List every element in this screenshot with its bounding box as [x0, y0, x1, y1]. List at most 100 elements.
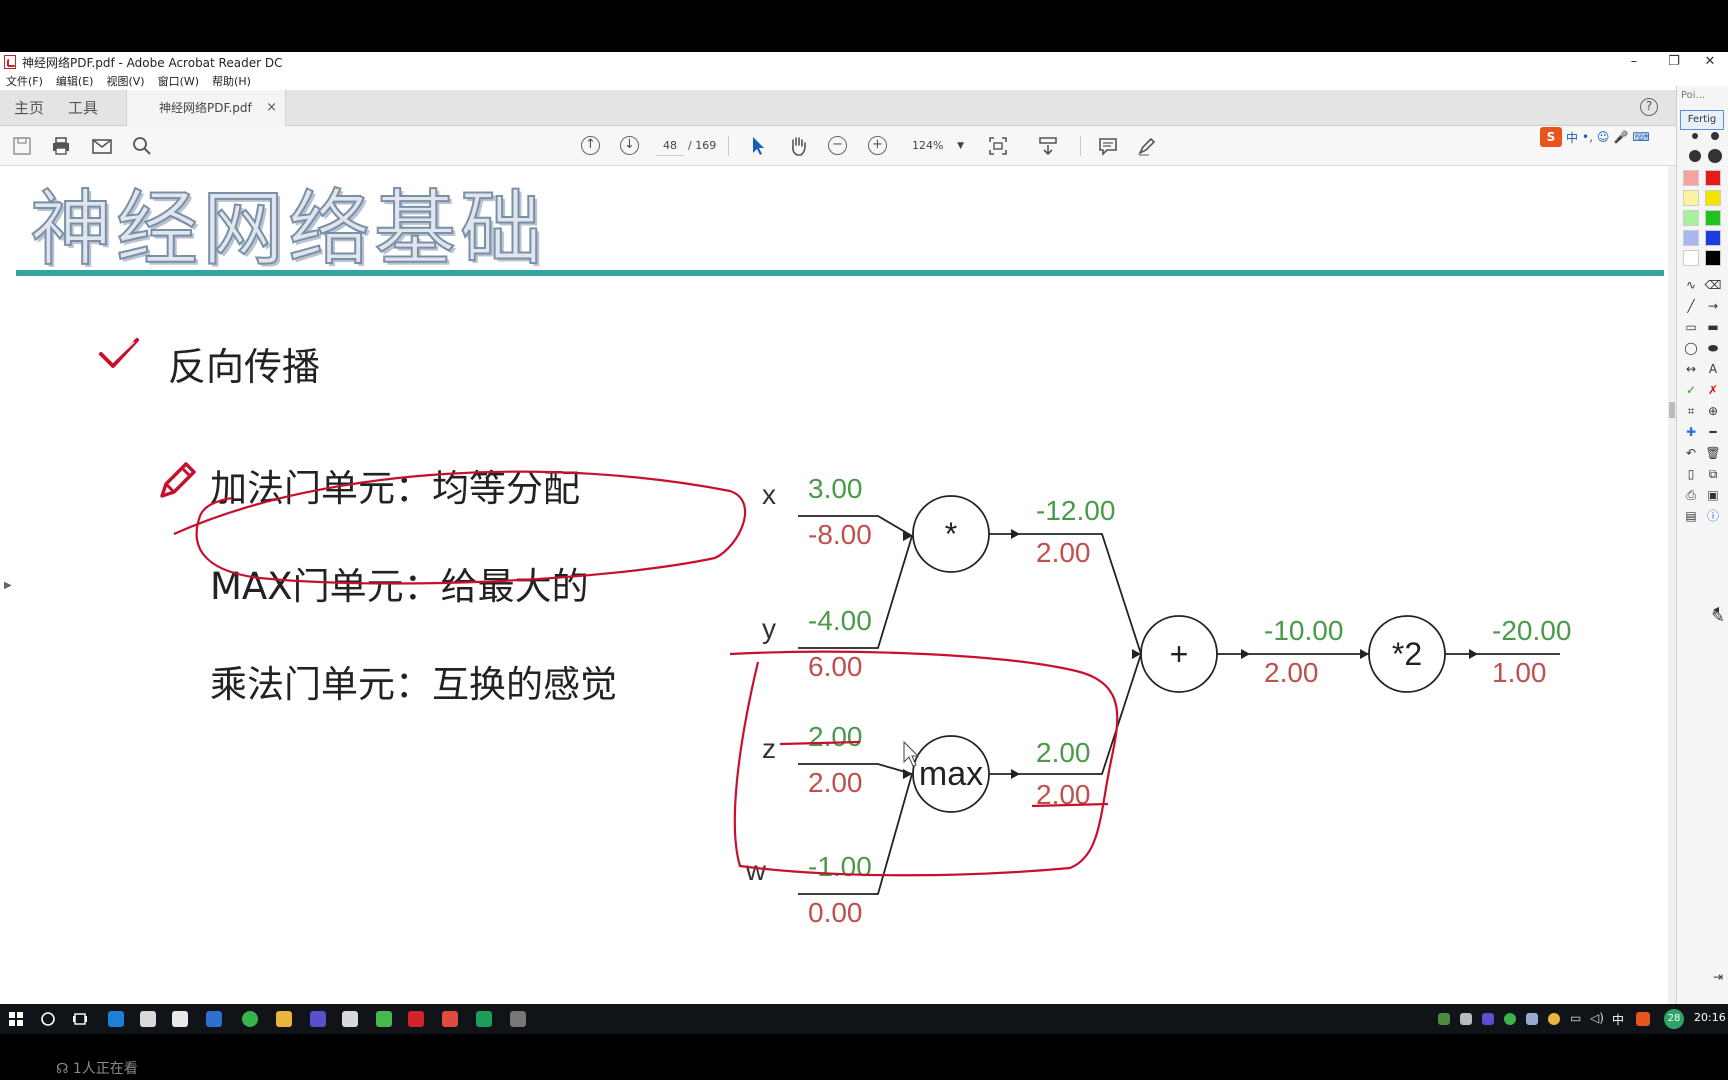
volume-icon[interactable]: ◁) [1590, 1011, 1604, 1025]
tray-icon[interactable] [1460, 1013, 1472, 1025]
ime-mode[interactable]: 中 [1566, 130, 1579, 145]
arrow-icon[interactable]: → [1707, 299, 1719, 313]
task-view-icon[interactable] [72, 1011, 88, 1027]
print-icon[interactable] [49, 134, 73, 158]
app-icon[interactable] [376, 1011, 392, 1027]
help-icon[interactable]: ? [1640, 98, 1658, 116]
brush-eraser-icon[interactable]: ⌫ [1704, 278, 1722, 292]
cross-icon[interactable]: ✗ [1707, 383, 1719, 397]
app-icon[interactable] [510, 1011, 526, 1027]
tray-icon[interactable] [1504, 1013, 1516, 1025]
store-icon[interactable] [140, 1011, 156, 1027]
network-icon[interactable]: ▭ [1570, 1011, 1582, 1025]
mail-icon[interactable] [172, 1011, 188, 1027]
next-page-icon[interactable]: ↓ [620, 136, 639, 155]
file-explorer-icon[interactable] [276, 1011, 292, 1027]
menu-window[interactable]: 窗口(W) [157, 75, 200, 88]
color-swatch[interactable] [1683, 190, 1699, 206]
save-icon[interactable] [10, 134, 34, 158]
filled-rectangle-icon[interactable]: ▬ [1707, 320, 1719, 334]
tray-icon[interactable] [1548, 1013, 1560, 1025]
tab-tools[interactable]: 工具 [68, 99, 99, 117]
crop-icon[interactable]: ⌗ [1687, 404, 1695, 418]
menu-view[interactable]: 视图(V) [106, 75, 145, 88]
line-icon[interactable]: ╱ [1687, 299, 1695, 313]
email-icon[interactable] [90, 134, 114, 158]
edge-browser-icon[interactable] [108, 1011, 124, 1027]
select-cursor-icon[interactable] [746, 134, 770, 158]
windows-start-icon[interactable] [8, 1011, 24, 1027]
search-icon[interactable] [130, 134, 154, 158]
text-icon[interactable]: A [1708, 362, 1718, 376]
copy-icon[interactable]: ⧉ [1708, 467, 1718, 481]
screen-icon[interactable]: ▤ [1685, 509, 1697, 523]
info-icon[interactable]: ⓘ [1706, 509, 1719, 523]
page-number-input[interactable]: 48 [656, 136, 684, 156]
vertical-scrollbar[interactable] [1668, 166, 1676, 1004]
tray-icon[interactable] [1482, 1013, 1494, 1025]
rectangle-icon[interactable]: ▭ [1685, 320, 1697, 334]
expand-pane-icon[interactable]: ⇥ [1712, 970, 1724, 984]
color-swatch[interactable] [1705, 170, 1721, 186]
app-icon[interactable] [310, 1011, 326, 1027]
color-swatch[interactable] [1705, 230, 1721, 246]
microphone-icon[interactable]: 🎤 [1613, 130, 1629, 144]
close-window-button[interactable]: ✕ [1704, 54, 1716, 69]
fertig-button[interactable]: Fertig [1680, 110, 1724, 130]
tray-icon[interactable] [1438, 1013, 1450, 1025]
pen-size-option[interactable] [1689, 150, 1701, 162]
ime-status-bar[interactable]: S 中 •, ☺ 🎤 ⌨ [1540, 126, 1650, 148]
minus-icon[interactable]: ━ [1709, 425, 1717, 439]
ellipse-icon[interactable]: ◯ [1684, 341, 1698, 355]
scrollbar-thumb[interactable] [1669, 402, 1675, 418]
sogou-tray-icon[interactable] [1636, 1012, 1650, 1026]
color-swatch[interactable] [1705, 250, 1721, 266]
freehand-icon[interactable]: ∿ [1685, 278, 1697, 292]
cortana-search-icon[interactable] [40, 1011, 56, 1027]
zoom-select[interactable]: 124% ▼ [906, 136, 964, 156]
menu-edit[interactable]: 编辑(E) [55, 75, 94, 88]
plus-icon[interactable]: ✚ [1685, 425, 1697, 439]
ime-punctuation[interactable]: •, [1582, 130, 1593, 144]
color-swatch[interactable] [1683, 250, 1699, 266]
app-icon[interactable] [206, 1011, 222, 1027]
app-icon[interactable] [442, 1011, 458, 1027]
filled-ellipse-icon[interactable]: ⬬ [1707, 341, 1719, 355]
highlight-pen-icon[interactable] [1135, 134, 1159, 158]
security-shield-icon[interactable] [1526, 1013, 1538, 1025]
tools-wrench-icon[interactable]: ✎ [1711, 607, 1725, 626]
scroll-mode-icon[interactable] [1036, 134, 1060, 158]
double-arrow-icon[interactable]: ↔ [1685, 362, 1697, 376]
tab-document[interactable]: 神经网络PDF.pdf × [126, 90, 286, 126]
print-icon[interactable]: ⎙ [1686, 488, 1696, 502]
hand-tool-icon[interactable] [786, 134, 810, 158]
acrobat-taskbar-icon[interactable] [408, 1011, 424, 1027]
emoji-icon[interactable]: ☺ [1596, 130, 1610, 144]
collapse-panel-icon[interactable]: ◂ [1712, 602, 1720, 616]
pen-size-option[interactable] [1711, 132, 1719, 140]
fit-page-icon[interactable] [986, 134, 1010, 158]
check-icon[interactable]: ✓ [1685, 383, 1697, 397]
color-swatch[interactable] [1705, 210, 1721, 226]
restore-button[interactable]: ❐ [1668, 54, 1680, 69]
tab-home[interactable]: 主页 [14, 99, 45, 117]
notification-badge[interactable]: 28 [1664, 1009, 1684, 1029]
zoom-out-icon[interactable]: − [828, 136, 847, 155]
pen-size-option[interactable] [1708, 149, 1722, 163]
keyboard-icon[interactable]: ⌨ [1632, 130, 1650, 144]
chat-app-icon[interactable] [242, 1011, 258, 1027]
expand-left-panel-icon[interactable]: ▶ [4, 580, 12, 591]
ime-taskbar-indicator[interactable]: 中 [1612, 1013, 1625, 1027]
zoom-region-icon[interactable]: ⊕ [1707, 404, 1719, 418]
app-icon[interactable] [476, 1011, 492, 1027]
menu-file[interactable]: 文件(F) [6, 75, 43, 88]
minimize-button[interactable]: – [1630, 54, 1638, 69]
color-swatch[interactable] [1705, 190, 1721, 206]
zoom-in-icon[interactable]: + [868, 136, 887, 155]
color-swatch[interactable] [1683, 230, 1699, 246]
color-swatch[interactable] [1683, 210, 1699, 226]
color-swatch[interactable] [1683, 170, 1699, 186]
pen-size-option[interactable] [1692, 133, 1698, 139]
undo-icon[interactable]: ↶ [1685, 446, 1697, 460]
close-tab-icon[interactable]: × [266, 100, 277, 115]
